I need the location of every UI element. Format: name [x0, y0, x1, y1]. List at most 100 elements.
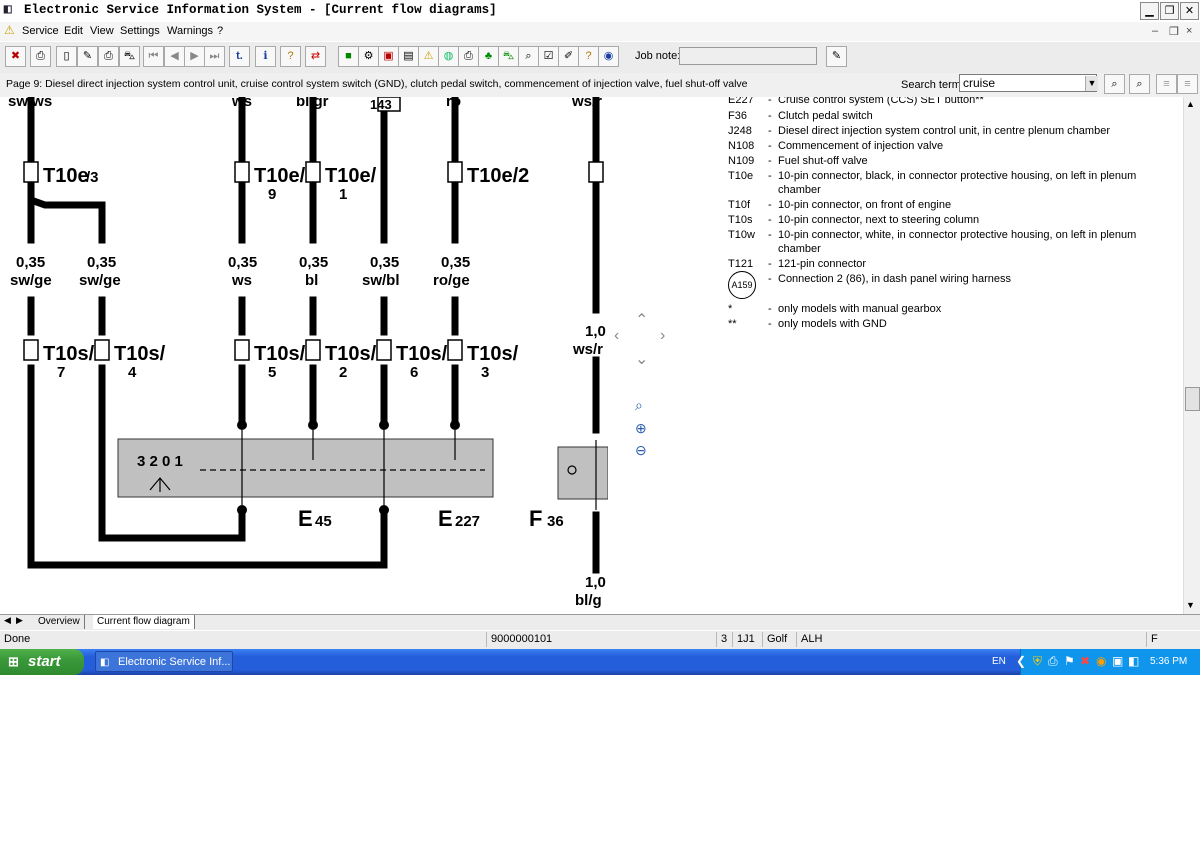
menu-warnings[interactable]: Warnings: [167, 25, 214, 37]
monitor-icon[interactable]: ▣: [1112, 654, 1124, 668]
book-red-icon[interactable]: ▣: [378, 46, 399, 67]
pan-left-icon[interactable]: ‹: [614, 327, 620, 344]
tab-scroll-left-icon[interactable]: ◀: [4, 615, 11, 625]
search-label: Search term:: [901, 79, 964, 91]
start-button[interactable]: ⊞ start: [0, 649, 84, 675]
status-field-4: ALH: [796, 632, 1059, 647]
wire-size-2: 0,35: [87, 254, 116, 271]
mdi-restore-button[interactable]: ❐: [1169, 26, 1179, 38]
search-next-icon[interactable]: ⌕: [1129, 74, 1150, 94]
tab-current-flow-diagram[interactable]: Current flow diagram: [93, 615, 195, 629]
window-title: Electronic Service Information System - …: [24, 3, 497, 17]
status-doc-number: 9000000101: [486, 632, 713, 647]
wire-size-4: 0,35: [299, 254, 328, 271]
menu-view[interactable]: View: [90, 25, 114, 37]
right-wire-color: ws/r: [572, 341, 603, 358]
mdi-minimize-button[interactable]: –: [1152, 25, 1159, 37]
connector-top-4: T10e/2: [467, 165, 529, 187]
leaf-icon[interactable]: ♣: [478, 46, 499, 67]
wire-label-top-5: ro: [446, 97, 461, 110]
list2-icon[interactable]: ≡: [1177, 74, 1198, 94]
volume-icon[interactable]: ◧: [1128, 654, 1140, 668]
car-icon[interactable]: ⛍: [119, 46, 140, 67]
help-icon[interactable]: ?: [280, 46, 301, 67]
antivirus-icon[interactable]: ◉: [1096, 654, 1107, 668]
exit-icon[interactable]: ✖: [5, 46, 26, 67]
first-page-icon[interactable]: ⏮: [143, 46, 164, 67]
last-page-icon[interactable]: ⏭: [204, 46, 225, 67]
taskbar-app-button[interactable]: ◧ Electronic Service Inf...: [95, 651, 233, 672]
legend-desc: 10-pin connector, white, in connector pr…: [778, 229, 1137, 255]
minimize-button[interactable]: ▁: [1140, 2, 1159, 20]
wire-size-6: 0,35: [441, 254, 470, 271]
status-field-5: F: [1146, 632, 1158, 647]
warning-icon[interactable]: ⚠: [418, 46, 439, 67]
zoom-in-icon[interactable]: ⊕: [635, 420, 647, 436]
printer3-icon[interactable]: ⎙: [458, 46, 479, 67]
tab-scroll-right-icon[interactable]: ▶: [16, 615, 23, 625]
swap-icon[interactable]: ⇄: [305, 46, 326, 67]
network-icon[interactable]: ⚑: [1064, 654, 1075, 668]
printer2-icon[interactable]: ⎙: [98, 46, 119, 67]
legend-code: J248: [728, 125, 752, 137]
close-button[interactable]: ✕: [1180, 2, 1199, 20]
legend-code: E227: [728, 97, 754, 106]
wire-color-3: ws: [231, 272, 252, 289]
app-task-icon: ◧: [100, 657, 110, 668]
printer-tray-icon[interactable]: ⎙: [1048, 654, 1058, 668]
menu-service[interactable]: Service: [22, 25, 59, 37]
new-page-icon[interactable]: ▯: [56, 46, 77, 67]
scroll-down-icon[interactable]: ▼: [1186, 600, 1195, 610]
tray-expand-icon[interactable]: ❮: [1016, 654, 1027, 668]
car-green-icon[interactable]: ⛍: [498, 46, 519, 67]
tab-overview[interactable]: Overview: [34, 615, 85, 629]
wiring-diagram[interactable]: sw/ws ws bl/gr 143 ro ws/r T10e /3 T10e/…: [0, 97, 608, 614]
restore-button[interactable]: ❐: [1160, 2, 1179, 20]
mdi-close-button[interactable]: ×: [1186, 25, 1193, 37]
legend-code: T10f: [728, 199, 751, 211]
list-icon[interactable]: ≡: [1156, 74, 1177, 94]
connector-top-3-pin: 1: [339, 186, 347, 203]
pan-down-icon[interactable]: ⌄: [635, 351, 649, 368]
disc-icon[interactable]: ◉: [598, 46, 619, 67]
zoom-out-icon[interactable]: ⊖: [635, 442, 647, 458]
pan-up-icon[interactable]: ⌃: [635, 312, 649, 329]
scroll-up-icon[interactable]: ▲: [1186, 99, 1195, 109]
pan-right-icon[interactable]: ›: [660, 327, 666, 344]
prev-page-icon[interactable]: ◀: [164, 46, 185, 67]
globe-icon[interactable]: ◍: [438, 46, 459, 67]
scroll-thumb[interactable]: [1185, 387, 1200, 411]
vertical-scrollbar[interactable]: ▲ ▼: [1183, 97, 1200, 614]
menu-edit[interactable]: Edit: [64, 25, 83, 37]
connector-mid-3: T10s/: [254, 343, 306, 365]
network-error-icon[interactable]: ✖: [1080, 654, 1091, 668]
checklist-icon[interactable]: ☑: [538, 46, 559, 67]
zoom-icon[interactable]: ⌕: [635, 397, 643, 413]
legend-desc: Commencement of injection valve: [778, 140, 944, 152]
menu-settings[interactable]: Settings: [120, 25, 160, 37]
legend-desc: Connection 2 (86), in dash panel wiring …: [778, 273, 1011, 285]
language-indicator[interactable]: EN: [992, 656, 1006, 667]
engine-icon[interactable]: ⚙: [358, 46, 379, 67]
connector-mid-4: T10s/: [325, 343, 377, 365]
doc-help-icon[interactable]: ?: [578, 46, 599, 67]
job-note-input[interactable]: [679, 47, 817, 65]
document-icon[interactable]: ▤: [398, 46, 419, 67]
chevron-down-icon[interactable]: ▼: [1085, 76, 1098, 91]
info-icon[interactable]: ℹ: [255, 46, 276, 67]
magnify-doc-icon[interactable]: ⌕: [518, 46, 539, 67]
status-text: Done: [4, 633, 31, 645]
search-prev-icon[interactable]: ⌕: [1104, 74, 1125, 94]
t-link-icon[interactable]: t.: [229, 46, 250, 67]
job-note-edit-icon[interactable]: ✎: [826, 46, 847, 67]
next-page-icon[interactable]: ▶: [184, 46, 205, 67]
wrench-doc-icon[interactable]: ✐: [558, 46, 579, 67]
connector-mid-1: T10s/: [43, 343, 95, 365]
menu-help[interactable]: ?: [217, 25, 224, 37]
legend-desc: 10-pin connector, next to steering colum…: [778, 214, 980, 226]
print-icon[interactable]: ⎙: [30, 46, 51, 67]
shield-icon[interactable]: ⛨: [1033, 654, 1043, 668]
vehicle-green-icon[interactable]: ■: [338, 46, 359, 67]
edit-icon[interactable]: ✎: [77, 46, 98, 67]
search-input[interactable]: cruise: [959, 74, 1097, 92]
